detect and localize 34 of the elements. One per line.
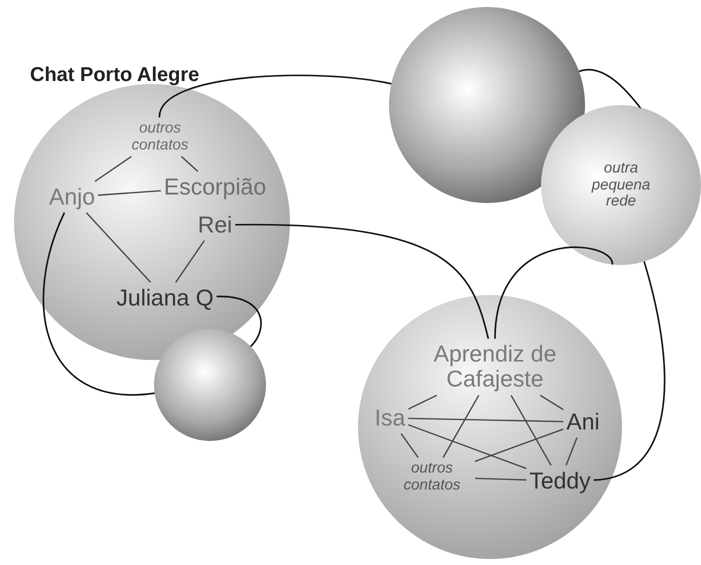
contact-name: Teddy [529, 468, 591, 494]
contact-name: Escorpião [164, 174, 266, 200]
connection-line [442, 394, 480, 458]
group-label: outros contatos [392, 460, 472, 494]
connection-line [158, 74, 392, 118]
connection-line [494, 246, 614, 339]
contact-name: Rei [198, 212, 232, 238]
connection-line [408, 424, 527, 470]
contact-name: Ani [566, 409, 600, 435]
connection-line [181, 156, 198, 172]
connection-line [235, 224, 490, 339]
connection-line [474, 478, 526, 481]
connection-line [408, 418, 564, 422]
contact-name: Juliana Q [116, 285, 214, 311]
connection-line [540, 394, 564, 410]
connection-line [510, 394, 552, 466]
connection-line [98, 190, 161, 196]
connection-line [578, 68, 642, 108]
contact-name: Anjo [48, 184, 96, 210]
connection-line [175, 240, 205, 283]
connection-line [42, 212, 155, 396]
connection-line [474, 428, 564, 462]
contact-name: Isa [374, 405, 406, 431]
contact-name: Aprendiz de Cafajeste [432, 342, 558, 392]
group-label: outros contatos [120, 120, 200, 154]
connection-line [408, 394, 438, 410]
connection-line [86, 212, 152, 283]
network-label: outra pequena rede [590, 160, 652, 210]
connection-line [594, 261, 666, 481]
connection-line [94, 156, 132, 182]
diagram-title: Chat Porto Alegre [30, 64, 200, 87]
connection-line [216, 296, 262, 347]
connection-line [566, 437, 578, 466]
connection-line [400, 433, 419, 458]
